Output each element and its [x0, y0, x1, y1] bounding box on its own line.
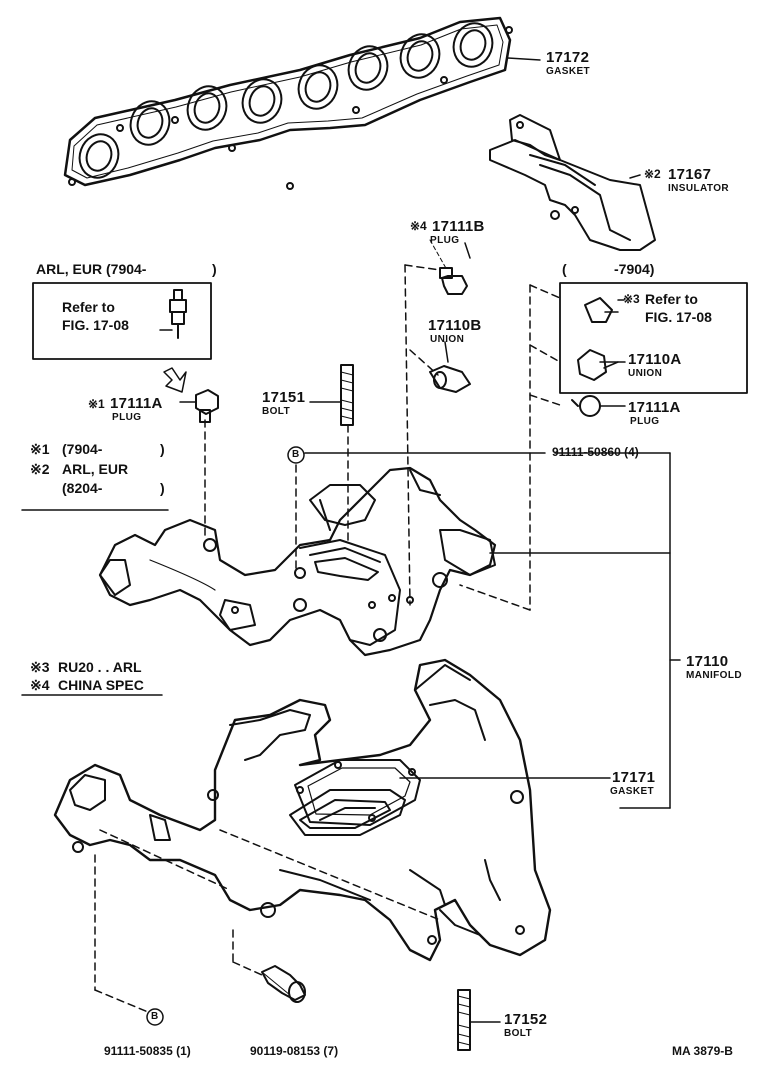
- intake-manifold-drawing: [98, 466, 497, 657]
- plug-17111b-name: PLUG: [430, 235, 460, 246]
- gasket-17172-name: GASKET: [546, 66, 591, 77]
- b-marker-bottom: B: [151, 1011, 159, 1022]
- union-17110b-number: 17110B: [428, 317, 482, 334]
- note-1-mark: ※1: [30, 441, 50, 457]
- union-17110a-number: 17110A: [628, 351, 682, 368]
- insulator-mark: ※2: [644, 167, 661, 181]
- note-3-text: RU20 . . ARL: [58, 659, 142, 675]
- bolt-17151-number: 17151: [262, 389, 306, 406]
- gasket-17171-number: 17171: [612, 769, 656, 786]
- plug-17111a-left-mark: ※1: [88, 397, 105, 411]
- note-2-mark: ※2: [30, 461, 50, 477]
- figure-id: MA 3879-B: [672, 1044, 733, 1058]
- note-4-mark: ※4: [30, 677, 50, 693]
- bolt-17151-name: BOLT: [262, 406, 291, 417]
- plug-17111a-left-drawing: [195, 389, 219, 423]
- refer-left-line1: Refer to: [62, 299, 115, 315]
- plug-17111b-number: 17111B: [432, 218, 485, 235]
- gasket-17172-number: 17172: [546, 49, 590, 66]
- plug-17111b-mark: ※4: [410, 219, 427, 233]
- insulator-17167-drawing: [489, 114, 656, 251]
- note-2b-close: ): [160, 480, 165, 496]
- gasket-17172-drawing: [63, 16, 541, 190]
- union-17110b-name: UNION: [430, 334, 465, 345]
- refer-left-header: ARL, EUR (7904-: [36, 261, 147, 277]
- sensor-drawing-left: [159, 289, 187, 339]
- plug-17111a-right-name: PLUG: [630, 416, 660, 427]
- gasket-17171-name: GASKET: [610, 786, 655, 797]
- note-1-text: (7904-: [62, 441, 103, 457]
- union-17110a-name: UNION: [628, 368, 663, 379]
- plug-17111b-drawing: [439, 267, 468, 295]
- plug-17111a-left-number: 17111A: [110, 395, 163, 412]
- b-marker-top: B: [292, 449, 300, 460]
- insulator-number: 17167: [668, 166, 712, 183]
- note-4-text: CHINA SPEC: [58, 677, 144, 693]
- b-marker-circles: [146, 446, 305, 1026]
- gasket-17171-drawing: [294, 759, 421, 826]
- refer-right-header: (: [562, 261, 567, 277]
- note-2-text: ARL, EUR: [62, 461, 129, 477]
- bolt-91111-50835-number: 91111-50835 (1): [104, 1044, 191, 1058]
- note-2b-text: (8204-: [62, 480, 103, 496]
- refer-right-line2: FIG. 17-08: [645, 309, 712, 325]
- bolt-91111-50860-number: 91111-50860 (4): [552, 445, 639, 459]
- bolt-90119-08153-number: 90119-08153 (7): [250, 1044, 339, 1058]
- bolt-17152-name: BOLT: [504, 1028, 533, 1039]
- manifold-17110-name: MANIFOLD: [686, 670, 742, 681]
- union-17110b-drawing: [429, 365, 471, 393]
- bolt-17151-drawing: [309, 364, 354, 426]
- refer-right-line1: Refer to: [645, 291, 698, 307]
- refer-right-mark: ※3: [623, 292, 640, 306]
- plug-17111a-right-number: 17111A: [628, 399, 681, 416]
- manifold-17110-number: 17110: [686, 653, 729, 670]
- refer-right-header-date: -7904): [614, 261, 655, 277]
- sensor-drawing-right: [571, 297, 619, 417]
- exhaust-manifold-drawing: [53, 658, 552, 962]
- bolt-90119-drawing: [261, 965, 306, 1003]
- note-3-mark: ※3: [30, 659, 50, 675]
- plug-17111a-left-name: PLUG: [112, 412, 142, 423]
- note-1-close: ): [160, 441, 165, 457]
- refer-left-line2: FIG. 17-08: [62, 317, 129, 333]
- refer-left-header-close: ): [212, 261, 217, 277]
- bolt-17152-number: 17152: [504, 1011, 548, 1028]
- insulator-name: INSULATOR: [668, 183, 730, 194]
- bolt-17152-drawing: [457, 989, 501, 1051]
